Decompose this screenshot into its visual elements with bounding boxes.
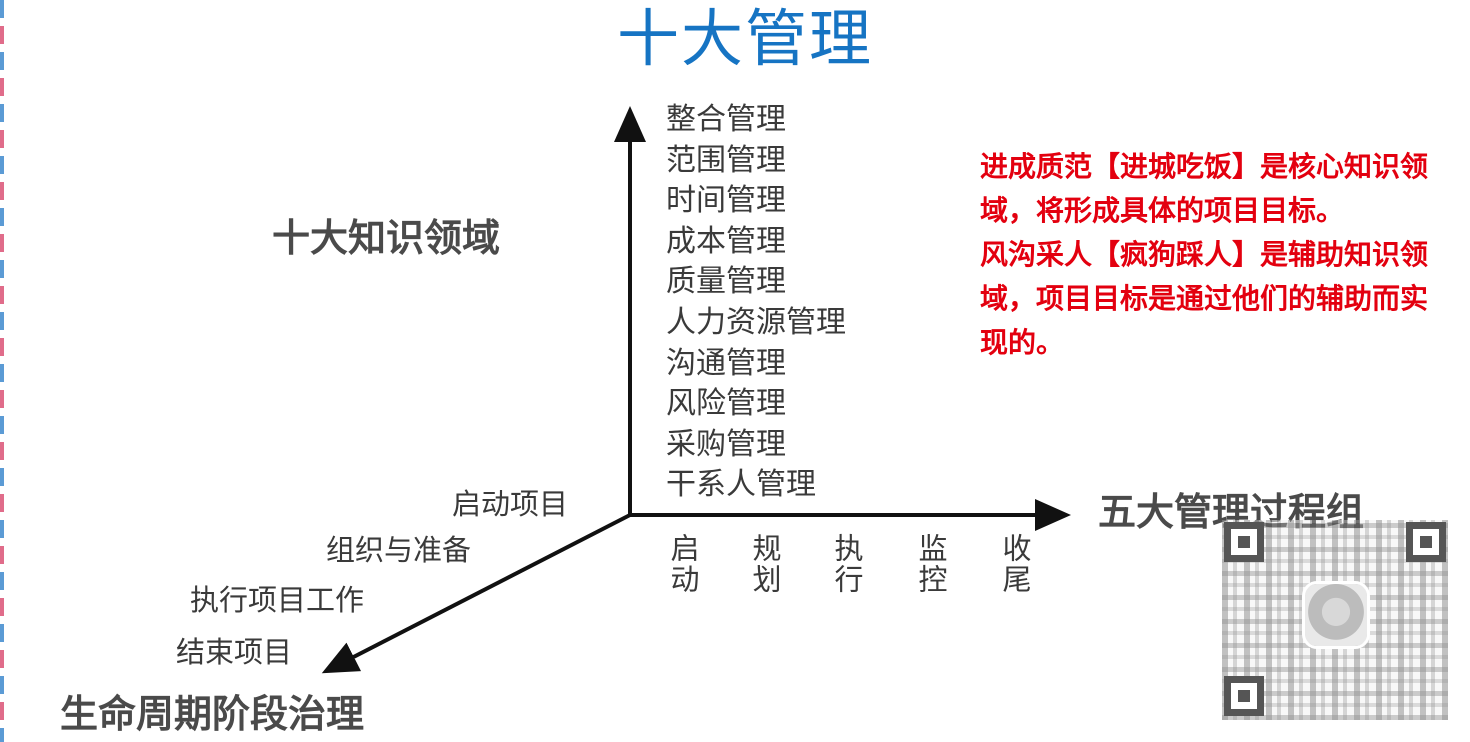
supporting-areas-note: 风沟采人【疯狗踩人】是辅助知识领域，项目目标是通过他们的辅助而实现的。 <box>980 238 1429 359</box>
knowledge-area-list: 整合管理 范围管理 时间管理 成本管理 质量管理 人力资源管理 沟通管理 风险管… <box>666 100 846 506</box>
process-group-item: 监控 <box>914 533 948 595</box>
process-group-item: 收尾 <box>998 533 1032 595</box>
process-group-item: 规划 <box>748 533 782 595</box>
left-edge-decoration <box>0 0 4 742</box>
knowledge-area-item: 质量管理 <box>666 264 786 300</box>
mnemonic-note: 进成质范【进城吃饭】是核心知识领域，将形成具体的项目目标。 风沟采人【疯狗踩人】… <box>980 145 1455 365</box>
process-group-item: 执行 <box>830 533 864 595</box>
knowledge-area-item: 风险管理 <box>666 386 786 422</box>
knowledge-area-item: 成本管理 <box>666 223 786 259</box>
lifecycle-stage: 结束项目 <box>176 635 293 669</box>
knowledge-areas-axis-label: 十大知识领域 <box>272 216 501 260</box>
lifecycle-stage: 启动项目 <box>452 487 569 521</box>
knowledge-area-item: 时间管理 <box>666 183 786 219</box>
lifecycle-axis-label: 生命周期阶段治理 <box>60 692 365 736</box>
knowledge-area-item: 沟通管理 <box>666 345 786 381</box>
knowledge-area-item: 整合管理 <box>666 102 786 137</box>
lifecycle-stage: 组织与准备 <box>326 533 472 567</box>
knowledge-area-item: 干系人管理 <box>666 467 816 503</box>
qr-finder-top-left <box>1224 522 1264 562</box>
core-areas-note: 进成质范【进城吃饭】是核心知识领域，将形成具体的项目目标。 <box>980 150 1429 227</box>
knowledge-area-item: 人力资源管理 <box>666 304 846 340</box>
lifecycle-stage: 执行项目工作 <box>190 583 365 617</box>
page-title: 十大管理 <box>616 2 873 75</box>
knowledge-area-item: 采购管理 <box>666 426 786 462</box>
knowledge-area-item: 范围管理 <box>666 142 786 178</box>
qr-finder-top-right <box>1406 522 1446 562</box>
qr-center-logo <box>1305 584 1367 646</box>
qr-finder-bottom-left <box>1224 676 1264 716</box>
diagonal-axis <box>321 513 631 674</box>
process-group-item: 启动 <box>666 533 700 595</box>
